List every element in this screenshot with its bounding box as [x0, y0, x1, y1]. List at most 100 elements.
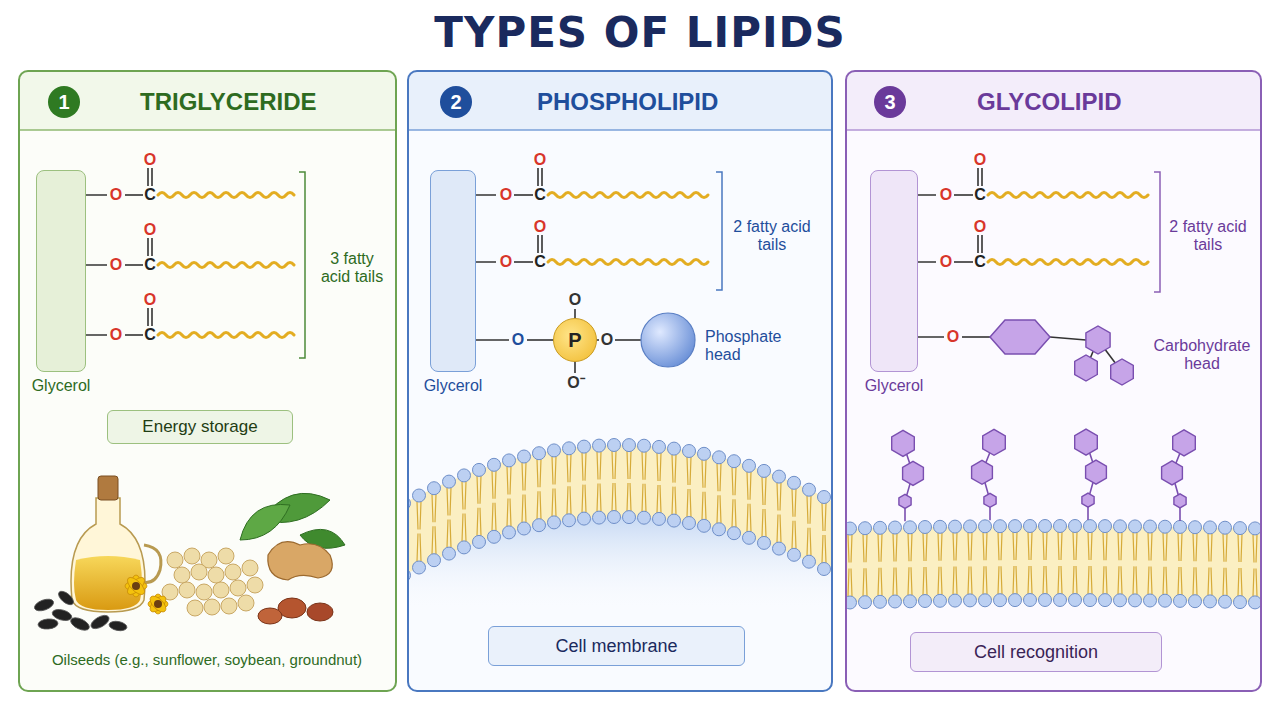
- lipid-tail: [1073, 532, 1077, 594]
- lipid-head: [728, 527, 741, 540]
- annotation-label: 2 fatty acid tails: [727, 218, 817, 255]
- lipid-tail: [1178, 533, 1182, 595]
- lipid-tail: [1253, 534, 1257, 596]
- lipid-head: [413, 489, 426, 502]
- function-box: Cell membrane: [488, 626, 745, 666]
- lipid-head: [593, 511, 606, 524]
- number-badge: 2: [440, 86, 472, 118]
- lipid-head: [949, 594, 962, 607]
- lipid-panel: PHOSPHOLIPID2GlycerolPCell membrane: [407, 70, 833, 692]
- lipid-tail: [1013, 532, 1017, 594]
- glycerol-label: Glycerol: [424, 377, 483, 395]
- lipid-head: [1219, 521, 1232, 534]
- lipid-head: [668, 514, 681, 527]
- lipid-tail: [908, 533, 912, 595]
- lipid-head: [563, 514, 576, 527]
- lipid-tail: [747, 472, 751, 532]
- glycerol-label: Glycerol: [32, 377, 91, 395]
- header-band: [845, 70, 1262, 130]
- lipid-head: [994, 594, 1007, 607]
- lipid-head: [653, 512, 666, 525]
- lipid-head: [548, 516, 561, 529]
- lipid-head: [488, 458, 501, 471]
- annotation-label: Oilseeds (e.g., sunflower, soybean, grou…: [52, 651, 362, 668]
- lipid-head: [979, 520, 992, 533]
- lipid-tail: [627, 451, 631, 511]
- lipid-head: [458, 469, 471, 482]
- atom-symbol: C: [144, 256, 156, 274]
- number-label: 3: [884, 91, 895, 114]
- lipid-head: [1024, 520, 1037, 533]
- atom-symbol: C: [534, 253, 546, 271]
- lipid-head: [409, 569, 411, 582]
- function-box: Cell recognition: [910, 632, 1162, 672]
- lipid-tail: [1193, 533, 1197, 595]
- atom-symbol: O: [110, 186, 122, 204]
- sugar-ring: [1075, 429, 1098, 455]
- lipid-tail: [732, 467, 736, 527]
- lipid-head: [1249, 596, 1261, 609]
- sugar-ring: [1173, 430, 1196, 456]
- lipid-head: [1129, 520, 1142, 533]
- lipid-tail: [807, 496, 811, 556]
- phosphate-sphere: [641, 313, 695, 367]
- lipid-tail: [1043, 532, 1047, 594]
- lipid-head: [934, 520, 947, 533]
- header-band: [18, 70, 397, 130]
- lipid-head: [428, 482, 441, 495]
- lipid-panel: GLYCOLIPID3GlycerolCell recognition: [845, 70, 1262, 692]
- lipid-head: [773, 470, 786, 483]
- lipid-head: [1114, 594, 1127, 607]
- lipid-head: [1009, 594, 1022, 607]
- lipid-head: [578, 512, 591, 525]
- lipid-tail: [552, 456, 556, 516]
- lipid-head: [683, 445, 696, 458]
- lipid-head: [653, 440, 666, 453]
- lipid-tail: [687, 457, 691, 517]
- atom-symbol: O: [947, 328, 959, 346]
- lipid-tail: [938, 533, 942, 595]
- bracket: [299, 172, 305, 358]
- lipid-head: [518, 522, 531, 535]
- lipid-panel: TRIGLYCERIDE1GlycerolEnergy storage: [18, 70, 397, 692]
- lipid-tail: [1208, 533, 1212, 595]
- sugar-ring: [984, 493, 996, 507]
- lipid-tail: [642, 452, 646, 512]
- bilayer: [409, 439, 831, 619]
- atom-symbol: O: [500, 253, 512, 271]
- atom-symbol: O: [601, 331, 613, 349]
- lipid-head: [1099, 520, 1112, 533]
- lipid-head: [473, 463, 486, 476]
- lipid-tail: [567, 454, 571, 514]
- lipid-head: [1009, 520, 1022, 533]
- lipid-head: [698, 447, 711, 460]
- lipid-head: [1039, 520, 1052, 533]
- lipid-tail: [477, 476, 481, 536]
- lipid-tail: [597, 452, 601, 512]
- lipid-head: [413, 561, 426, 574]
- lipid-head: [608, 439, 621, 452]
- lipid-tail: [702, 460, 706, 520]
- lipid-head: [847, 596, 857, 609]
- sugar-ring: [972, 460, 993, 484]
- lipid-head: [1144, 520, 1157, 533]
- lipid-head: [1249, 522, 1261, 535]
- lipid-tail: [777, 483, 781, 543]
- lipid-head: [847, 522, 857, 535]
- lipid-head: [904, 595, 917, 608]
- lipid-head: [1054, 594, 1067, 607]
- atom-symbol: C: [144, 186, 156, 204]
- lipid-tail: [1058, 532, 1062, 594]
- atom-symbol: O: [534, 151, 546, 169]
- glycerol-box: Glycerol: [430, 170, 476, 372]
- lipid-head: [713, 523, 726, 536]
- lipid-head: [1234, 522, 1247, 535]
- lipid-head: [874, 595, 887, 608]
- annotation-label: Phosphate head: [705, 328, 815, 365]
- fatty-acid-tail: [988, 260, 1148, 265]
- lipid-tail: [717, 463, 721, 523]
- lipid-head: [473, 535, 486, 548]
- lipid-head: [889, 521, 902, 534]
- lipid-head: [859, 596, 872, 609]
- lipid-head: [1084, 594, 1097, 607]
